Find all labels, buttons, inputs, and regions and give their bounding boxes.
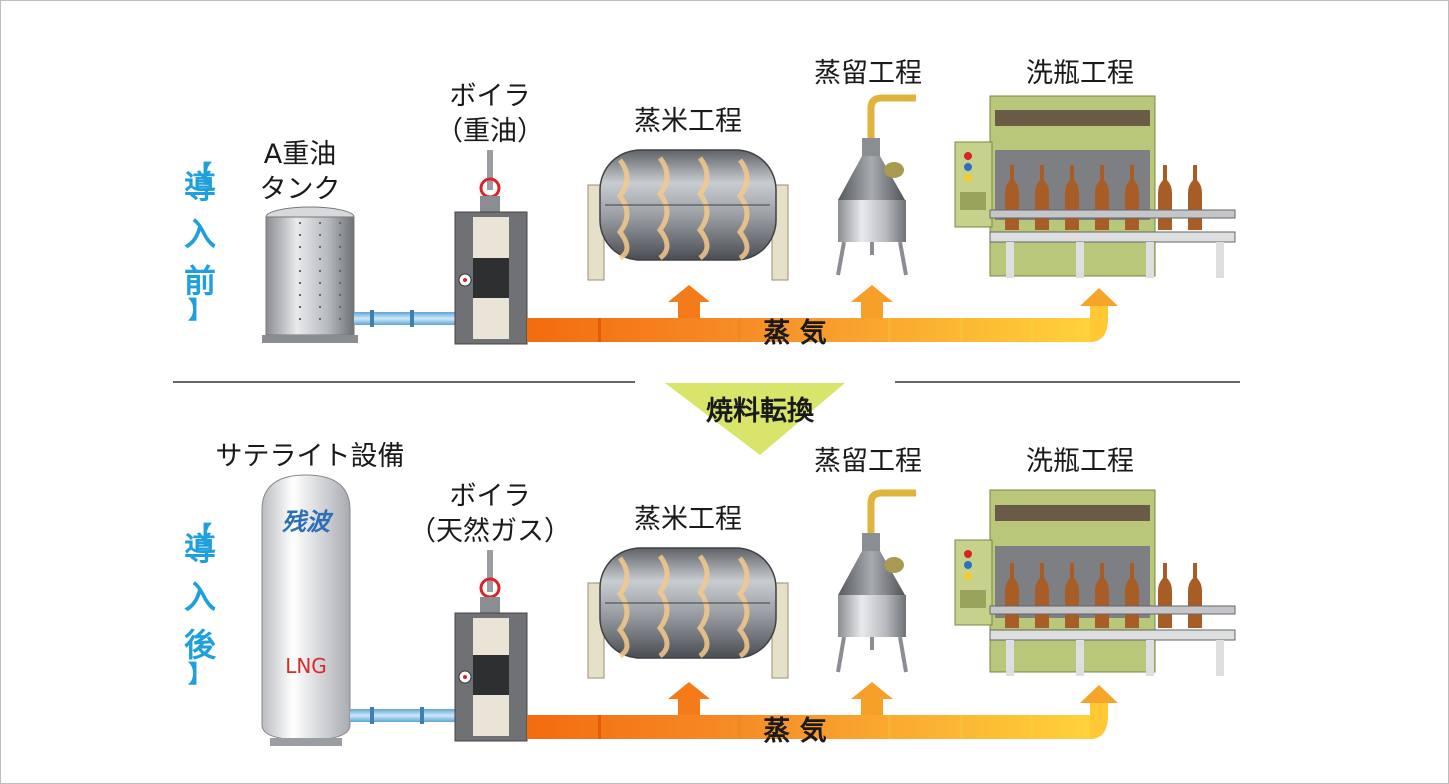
boiler-label-line2: （天然ガス） (409, 516, 571, 547)
svg-text:導: 導 (184, 168, 216, 206)
steam-label: 蒸 気 (763, 715, 826, 747)
oil-pipe (354, 310, 456, 327)
tank-label-line1: A重油 (264, 139, 336, 170)
lng-text: LNG (285, 654, 327, 678)
bottle-washer (954, 489, 1236, 676)
tank-label-line2: タンク (260, 174, 341, 205)
boiler-label-line2: （重油） (436, 116, 544, 147)
distiller (836, 94, 916, 276)
bottle-washer (954, 95, 1236, 278)
svg-text:】: 】 (188, 660, 212, 688)
svg-text:入: 入 (184, 578, 216, 616)
svg-text:後: 後 (184, 626, 217, 664)
svg-text:】: 】 (188, 296, 212, 324)
conversion-label: 焼料転換 (706, 396, 815, 427)
distill-process-label: 蒸留工程 (814, 58, 922, 89)
lng-tank: 残波 LNG (261, 474, 351, 746)
rice-steamer (587, 547, 789, 679)
steam-pipe (527, 682, 1118, 739)
rice-steamer (587, 149, 789, 281)
oil-boiler (454, 150, 528, 345)
after-stage-label: 【 導 入 後 】 (184, 521, 217, 688)
distill-process-label: 蒸留工程 (814, 446, 922, 477)
svg-text:前: 前 (184, 262, 216, 300)
boiler-label-line1: ボイラ (450, 81, 531, 112)
conversion-arrow (665, 383, 845, 455)
satellite-label: サテライト設備 (216, 441, 405, 472)
after-section: 【 導 入 後 】 サテライト設備 残波 LNG ボイラ （天然ガス） (184, 441, 1236, 747)
boiler-label-line1: ボイラ (450, 481, 531, 512)
steam-label: 蒸 気 (763, 317, 826, 349)
svg-text:【: 【 (188, 160, 212, 188)
distiller (836, 489, 916, 673)
gas-boiler (454, 550, 528, 742)
svg-text:導: 導 (184, 530, 216, 568)
heavy-oil-tank (262, 206, 358, 343)
wash-process-label: 洗瓶工程 (1026, 58, 1134, 89)
svg-text:【: 【 (188, 521, 212, 549)
wash-process-label: 洗瓶工程 (1026, 446, 1134, 477)
rice-process-label: 蒸米工程 (634, 106, 742, 137)
rice-process-label: 蒸米工程 (634, 504, 742, 535)
before-section: 【 導 入 前 】 A重油 タンク ボイラ （重油） (184, 58, 1236, 349)
svg-text:入: 入 (184, 215, 216, 253)
steam-pipe (527, 285, 1118, 342)
before-stage-label: 【 導 入 前 】 (184, 160, 216, 324)
lng-logo: 残波 (282, 508, 334, 536)
gas-pipe (350, 707, 456, 724)
